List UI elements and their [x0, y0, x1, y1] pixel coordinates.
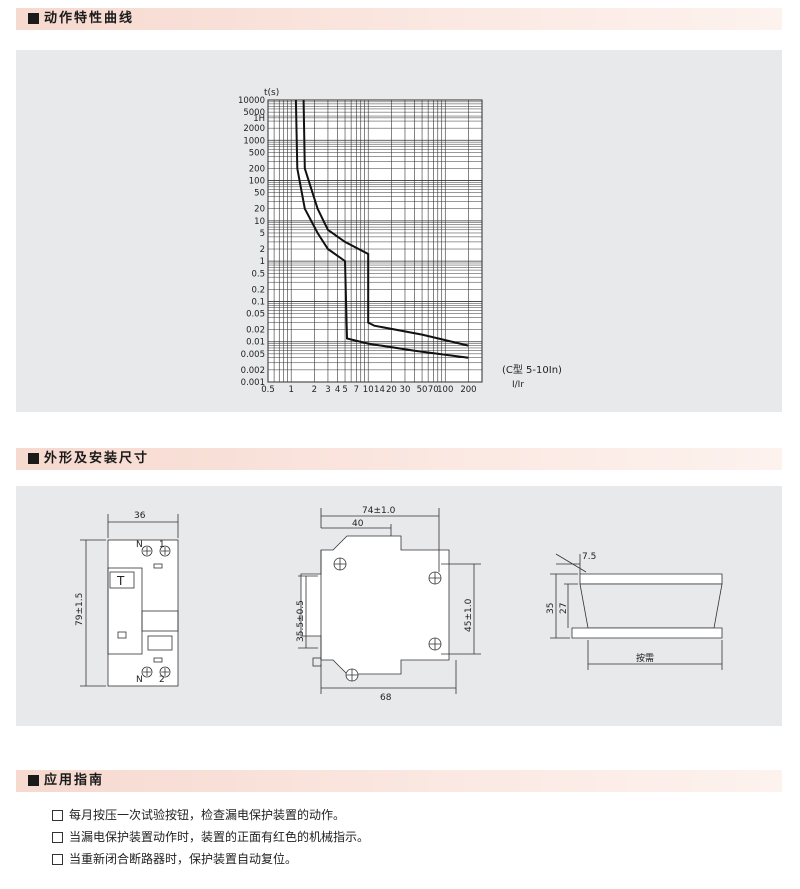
x-tick-label: 3: [325, 385, 330, 395]
side-right-height-dim: 45±1.0: [464, 598, 474, 632]
x-tick-label: 1: [288, 385, 293, 395]
y-tick-label: 100: [249, 177, 265, 187]
y-tick-label: 0.001: [241, 378, 265, 388]
chart-curves: [294, 99, 469, 359]
y-tick-label: 1000: [243, 136, 265, 146]
trip-curve: [302, 99, 469, 347]
side-upper-dim: 40: [352, 519, 364, 529]
y-tick-label: 0.01: [246, 338, 265, 348]
y-tick-label: 1: [260, 257, 265, 267]
y-axis-label: t(s): [264, 88, 279, 98]
x-tick-label: 5: [342, 385, 347, 395]
y-tick-label: 0.002: [241, 366, 265, 376]
y-tick-label: 10000: [238, 96, 265, 106]
trip-curve: [294, 99, 469, 359]
x-tick-label: 14: [374, 385, 385, 395]
y-tick-label: 0.1: [251, 297, 265, 307]
square-bullet-icon: [28, 453, 39, 464]
checkbox-square-icon: [52, 831, 63, 843]
front-height-dim: 79±1.5: [75, 593, 85, 626]
guide-text: 每月按压一次试验按钮，检查漏电保护装置的动作。: [69, 808, 346, 822]
y-tick-label: 10: [254, 217, 265, 227]
x-tick-label: 10: [363, 385, 374, 395]
x-tick-label: 2: [312, 385, 317, 395]
front-body: [107, 539, 179, 687]
y-tick-label: 0.5: [251, 269, 265, 279]
chart-annotation: (C型 5-10In): [502, 363, 562, 376]
x-tick-label: 0.5: [261, 385, 275, 395]
y-tick-label: 2: [260, 245, 265, 255]
x-tick-label: 7: [354, 385, 359, 395]
front-width-dim: 36: [134, 511, 146, 521]
rail-inner-height-dim: 27: [559, 603, 569, 614]
y-tick-label: 0.05: [246, 310, 265, 320]
dimension-drawings: T N 1 N 2 36 79±1.5: [75, 506, 723, 703]
section-header-curve: 动作特性曲线: [16, 8, 782, 30]
checkbox-square-icon: [52, 853, 63, 865]
rail-bottom-dim: 按需: [636, 652, 654, 664]
front-terminal-1: 1: [159, 540, 165, 550]
y-tick-label: 1H: [253, 114, 265, 124]
x-tick-label: 50: [417, 385, 428, 395]
square-bullet-icon: [28, 775, 39, 786]
y-tick-label: 20: [254, 205, 265, 215]
front-view: T N 1 N 2 36 79±1.5: [75, 511, 179, 687]
y-tick-label: 5: [260, 229, 265, 239]
guide-text: 当漏电保护装置动作时，装置的正面有红色的机械指示。: [69, 830, 370, 844]
rail-view: 7.5 35 27 按需: [546, 552, 723, 670]
guide-list: 每月按压一次试验按钮，检查漏电保护装置的动作。 当漏电保护装置动作时，装置的正面…: [52, 804, 369, 870]
rail-outer-height-dim: 35: [546, 603, 556, 614]
side-view: 74±1.0 40 35.5±0.5 45±1.0 68: [296, 506, 481, 703]
guide-item: 当漏电保护装置动作时，装置的正面有红色的机械指示。: [52, 826, 369, 848]
x-tick-label: 70: [428, 385, 439, 395]
section-title: 外形及安装尺寸: [44, 451, 150, 466]
section-title: 动作特性曲线: [44, 11, 135, 26]
front-terminal-n-top: N: [136, 540, 143, 550]
guide-text: 当重新闭合断路器时，保护装置自动复位。: [69, 852, 298, 866]
front-terminal-2: 2: [159, 675, 165, 685]
x-tick-label: 200: [460, 385, 476, 395]
section-header-guide: 应用指南: [16, 770, 782, 792]
side-bottom-dim: 68: [380, 693, 392, 703]
x-axis-label: I/Ir: [512, 380, 524, 390]
y-tick-label: 2000: [243, 124, 265, 134]
checkbox-square-icon: [52, 809, 63, 821]
front-label-t: T: [116, 574, 125, 588]
y-tick-label: 5000: [243, 108, 265, 118]
trip-curve-chart: 1000050001H200010005002001005020105210.5…: [238, 88, 562, 395]
y-tick-label: 50: [254, 189, 265, 199]
dims-panel: T N 1 N 2 36 79±1.5: [16, 486, 782, 726]
y-tick-label: 500: [249, 148, 265, 158]
front-terminal-n-bottom: N: [136, 675, 143, 685]
side-overall-dim: 74±1.0: [362, 506, 396, 516]
x-tick-label: 4: [335, 385, 340, 395]
x-tick-label: 20: [386, 385, 397, 395]
section-header-dims: 外形及安装尺寸: [16, 448, 782, 470]
guide-item: 当重新闭合断路器时，保护装置自动复位。: [52, 848, 369, 870]
y-tick-label: 200: [249, 164, 265, 174]
chart-grid: [267, 99, 483, 383]
x-tick-label: 30: [400, 385, 411, 395]
x-tick-label: 100: [437, 385, 453, 395]
guide-item: 每月按压一次试验按钮，检查漏电保护装置的动作。: [52, 804, 369, 826]
y-tick-label: 0.005: [241, 350, 265, 360]
rail-top-dim: 7.5: [582, 552, 596, 562]
section-title: 应用指南: [44, 773, 105, 788]
y-tick-label: 0.02: [246, 326, 265, 336]
side-left-height-dim: 35.5±0.5: [296, 600, 306, 642]
square-bullet-icon: [28, 13, 39, 24]
y-tick-label: 0.2: [251, 285, 265, 295]
